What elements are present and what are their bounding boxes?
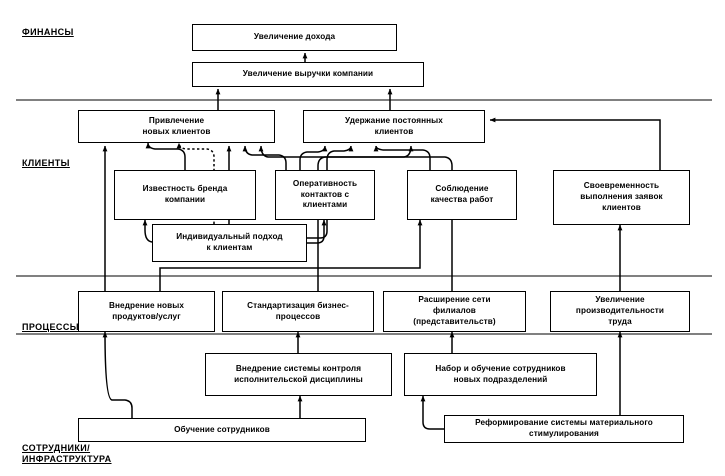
node-staff-training[interactable]: Обучение сотрудников: [78, 418, 366, 442]
perspective-divider-group: [16, 99, 712, 335]
node-label-contact-promptness: Оперативность контактов с клиентами: [292, 178, 358, 210]
edge-contact-promptness-to-retain-clients: [299, 145, 328, 170]
node-label-company-revenue: Увеличение выручки компании: [242, 69, 374, 79]
node-label-incentive-reform: Реформирование системы материального сти…: [475, 418, 653, 438]
node-labor-productivity[interactable]: Увеличение производительности труда: [550, 291, 690, 332]
edge-staff-training-to-new-products: [102, 331, 133, 418]
edge-standardize-process-to-retain-clients: [317, 145, 414, 291]
node-brand-awareness[interactable]: Известность бренда компании: [114, 170, 256, 220]
node-revenue-growth[interactable]: Увеличение дохода: [192, 24, 397, 51]
perspective-label-processes: ПРОЦЕССЫ: [22, 322, 79, 332]
edge-individual-approach-to-contact-promptness: [307, 219, 327, 244]
node-label-labor-productivity: Увеличение производительности труда: [575, 295, 665, 326]
node-discipline-control[interactable]: Внедрение системы контроля исполнительск…: [205, 353, 392, 396]
node-label-individual-approach: Индивидуальный подход к клиентам: [176, 232, 283, 252]
edge-individual-approach-to-retain-clients: [307, 145, 354, 239]
node-individual-approach[interactable]: Индивидуальный подход к клиентам: [152, 224, 307, 262]
perspective-label-clients: КЛИЕНТЫ: [22, 158, 70, 168]
node-branch-network[interactable]: Расширение сети филиалов (представительс…: [383, 291, 526, 332]
edge-incentive-reform-to-hire-train-staff: [420, 395, 444, 430]
edge-branch-network-to-new-clients: [258, 145, 453, 291]
node-standardize-process[interactable]: Стандартизация бизнес- процессов: [222, 291, 374, 332]
node-new-products[interactable]: Внедрение новых продуктов/услуг: [78, 291, 215, 332]
edge-timely-orders-to-retain-clients: [489, 117, 661, 170]
node-label-revenue-growth: Увеличение дохода: [253, 32, 336, 42]
perspective-label-finance: ФИНАНСЫ: [22, 27, 74, 37]
edge-brand-awareness-to-new-clients: [145, 142, 186, 170]
node-label-hire-train-staff: Набор и обучение сотрудников новых подра…: [435, 363, 566, 384]
node-hire-train-staff[interactable]: Набор и обучение сотрудников новых подра…: [404, 353, 597, 396]
node-label-retain-clients: Удержание постоянных клиентов: [345, 115, 443, 136]
node-retain-clients[interactable]: Удержание постоянных клиентов: [303, 110, 485, 143]
node-label-standardize-process: Стандартизация бизнес- процессов: [247, 300, 349, 321]
node-incentive-reform[interactable]: Реформирование системы материального сти…: [444, 415, 684, 443]
node-label-branch-network: Расширение сети филиалов (представительс…: [413, 295, 496, 326]
node-label-staff-training: Обучение сотрудников: [174, 424, 270, 434]
perspective-label-staff: СОТРУДНИКИ/ ИНФРАСТРУКТУРА: [22, 443, 112, 464]
node-quality-compliance[interactable]: Соблюдение качества работ: [407, 170, 517, 220]
node-timely-orders[interactable]: Своевременность выполнения заявок клиент…: [553, 170, 690, 225]
node-contact-promptness[interactable]: Оперативность контактов с клиентами: [275, 170, 375, 220]
edge-quality-compliance-to-retain-clients: [373, 145, 431, 170]
node-label-new-products: Внедрение новых продуктов/услуг: [109, 300, 184, 321]
node-label-new-clients: Привлечение новых клиентов: [142, 115, 211, 136]
node-label-brand-awareness: Известность бренда компании: [142, 184, 228, 204]
edge-individual-approach-riser-left: [176, 142, 215, 224]
node-label-timely-orders: Своевременность выполнения заявок клиент…: [580, 181, 663, 212]
node-label-discipline-control: Внедрение системы контроля исполнительск…: [234, 363, 363, 384]
edge-contact-promptness-to-new-clients: [242, 145, 287, 170]
node-label-quality-compliance: Соблюдение качества работ: [430, 184, 494, 204]
node-new-clients[interactable]: Привлечение новых клиентов: [78, 110, 275, 143]
node-company-revenue[interactable]: Увеличение выручки компании: [192, 62, 424, 87]
